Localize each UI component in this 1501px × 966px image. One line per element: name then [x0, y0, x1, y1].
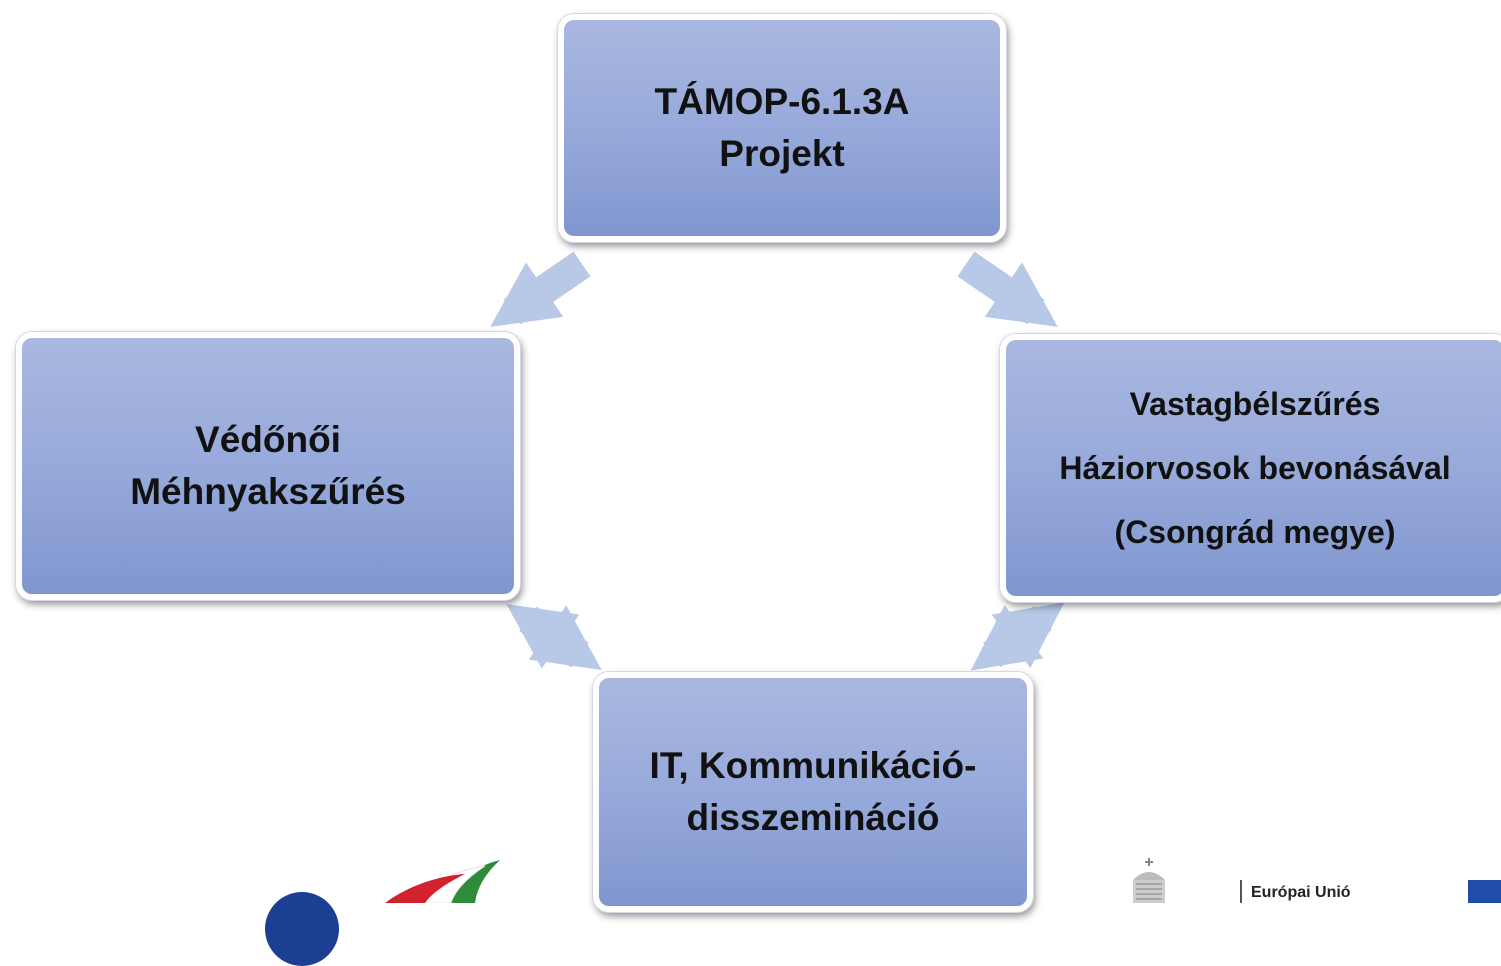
flag-swoosh-icon [385, 860, 500, 903]
double-arrow-icon-right [970, 602, 1065, 671]
node-label: Projekt [719, 133, 845, 174]
connector-arrows [490, 251, 1065, 671]
node-tamop-projekt: TÁMOP-6.1.3A Projekt [558, 14, 1006, 242]
node-label: Háziorvosok bevonásával [1059, 450, 1451, 486]
double-arrow-icon-left [506, 603, 602, 671]
crest-icon [1133, 858, 1165, 903]
node-label: disszemináció [686, 797, 940, 838]
eu-label: Európai Unió [1251, 884, 1351, 901]
node-label: Méhnyakszűrés [130, 471, 406, 512]
node-vastagbelszures: Vastagbélszűrés Háziorvosok bevonásával … [1000, 334, 1501, 602]
node-vedonoi-mehnyakszures: Védőnői Méhnyakszűrés [16, 332, 520, 600]
node-label: IT, Kommunikáció- [649, 745, 977, 787]
eu-flag-icon [1468, 880, 1501, 903]
node-label: (Csongrád megye) [1114, 514, 1396, 550]
node-label: Védőnői [195, 419, 341, 461]
divider [1240, 880, 1242, 903]
node-label: Vastagbélszűrés [1129, 386, 1381, 422]
arrow-down-right-icon [957, 251, 1058, 327]
logo-circle-icon [265, 892, 339, 966]
arrow-down-left-icon [490, 251, 591, 327]
node-it-kommunikacio: IT, Kommunikáció- disszemináció [593, 672, 1033, 912]
node-label: TÁMOP-6.1.3A [654, 81, 910, 123]
